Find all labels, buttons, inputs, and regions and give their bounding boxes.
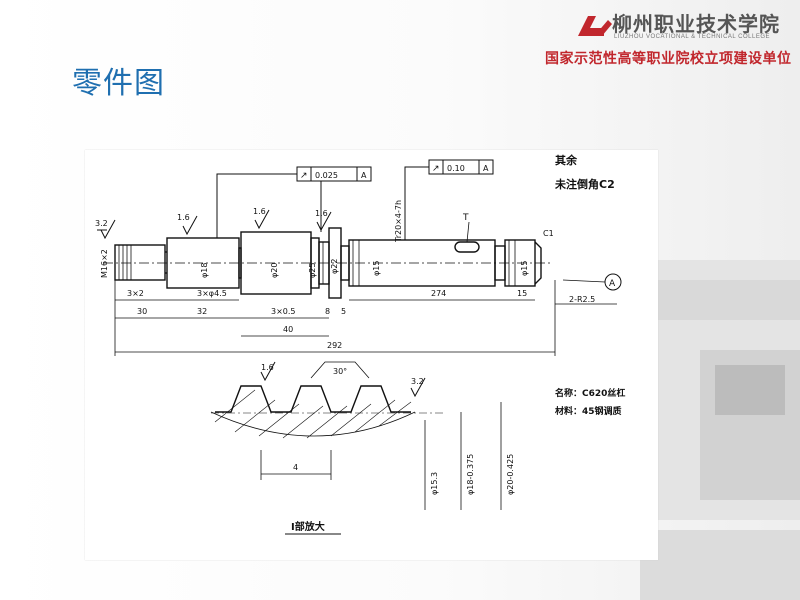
tolerance-value-1: 0.025 bbox=[315, 171, 338, 180]
background-machine-decoration bbox=[640, 260, 800, 600]
datum-label: A bbox=[609, 279, 616, 289]
tolerance-symbol-1: ↗ bbox=[300, 171, 308, 181]
part-drawing: ↗ 0.025 A ↗ 0.10 A 3.2 1.6 1.6 1.6 其余 未注… bbox=[85, 150, 658, 560]
chamfer-label: C1 bbox=[543, 229, 554, 238]
thread-main-label: Tr20×4-7h bbox=[394, 200, 403, 243]
part-name: 名称：C620丝杠 bbox=[555, 387, 625, 399]
diameter-label: φ25 bbox=[308, 263, 317, 278]
dim-label: 32 bbox=[197, 307, 207, 316]
thread-left-label: M16×2 bbox=[100, 249, 109, 278]
dim-label: 5 bbox=[341, 307, 346, 316]
college-name-en: LIUZHOU VOCATIONAL & TECHNICAL COLLEGE bbox=[614, 34, 771, 40]
college-name-cn: 柳州职业技术学院 bbox=[612, 12, 780, 36]
tolerance-value-2: 0.10 bbox=[447, 164, 465, 173]
detail-diameter: φ18-0.375 bbox=[466, 454, 475, 495]
detail-roughness: 1.6 bbox=[261, 363, 274, 372]
diameter-label: φ15 bbox=[520, 261, 529, 276]
roughness-label: 1.6 bbox=[253, 207, 266, 216]
dim-40: 40 bbox=[283, 325, 293, 334]
dim-label: 8 bbox=[325, 307, 330, 316]
slide-title: 零件图 bbox=[72, 66, 165, 101]
banner-text: 国家示范性高等职业院校立项建设单位 bbox=[545, 51, 792, 67]
tolerance-datum-1: A bbox=[361, 171, 367, 180]
diameter-label: φ20 bbox=[270, 263, 279, 278]
diameter-label: φ15 bbox=[372, 261, 381, 276]
dim-label: 15 bbox=[517, 289, 527, 298]
detail-pitch: 4 bbox=[293, 463, 298, 472]
dim-label: 30 bbox=[137, 307, 147, 316]
note-rest: 其余 bbox=[555, 153, 578, 167]
college-logo-icon bbox=[578, 16, 612, 36]
overall-length: 292 bbox=[327, 341, 342, 350]
detail-diameter: φ15.3 bbox=[430, 472, 439, 495]
detail-angle: 30° bbox=[333, 367, 347, 376]
groove-dim: 2-R2.5 bbox=[569, 295, 595, 304]
dim-label: 3×2 bbox=[127, 289, 144, 298]
dim-label: 3×φ4.5 bbox=[197, 289, 227, 298]
dim-label: 3×0.5 bbox=[271, 307, 296, 316]
note-chamfer: 未注倒角C2 bbox=[554, 177, 615, 191]
detail-diameter: φ20-0.425 bbox=[506, 454, 515, 495]
detail-roughness: 3.2 bbox=[411, 377, 424, 386]
roughness-label: 3.2 bbox=[95, 219, 108, 228]
roughness-label: 1.6 bbox=[315, 209, 328, 218]
dim-label: 274 bbox=[431, 289, 446, 298]
detail-caption: I部放大 bbox=[291, 520, 325, 533]
t-label: T bbox=[462, 213, 469, 223]
tolerance-datum-2: A bbox=[483, 164, 489, 173]
part-material: 材料：45钢调质 bbox=[554, 405, 622, 417]
tolerance-symbol-2: ↗ bbox=[432, 164, 440, 174]
roughness-label: 1.6 bbox=[177, 213, 190, 222]
diameter-label: φ22 bbox=[330, 259, 339, 274]
diameter-label: φ18 bbox=[200, 263, 209, 278]
